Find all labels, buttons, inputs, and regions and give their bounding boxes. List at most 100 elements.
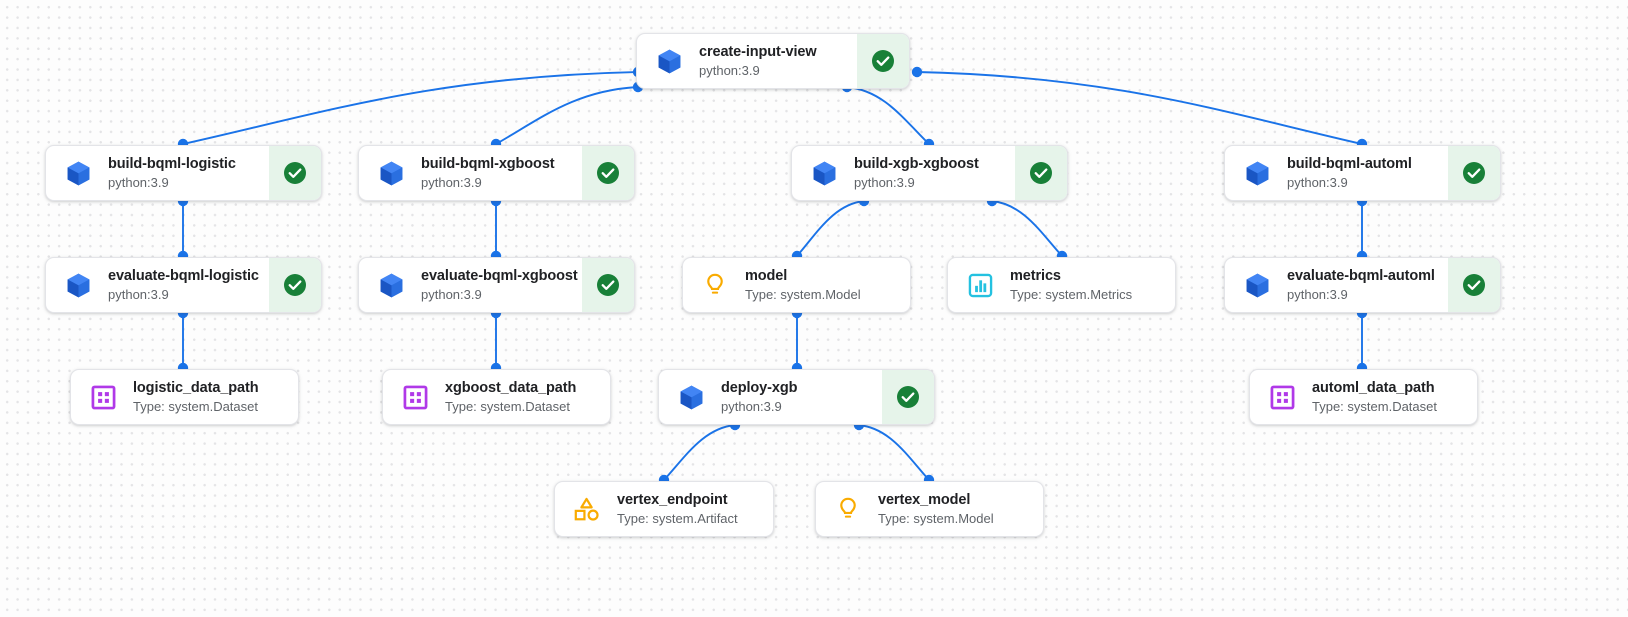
node-subtitle: python:3.9 <box>108 174 169 190</box>
status-badge[interactable] <box>1448 258 1500 312</box>
node-subtitle: python:3.9 <box>421 286 482 302</box>
dataset-grid-icon <box>403 385 427 409</box>
status-badge[interactable] <box>1448 146 1500 200</box>
component-cube-icon-wrapper <box>1242 158 1272 188</box>
node-body: build-xgb-xgboost python:3.9 <box>792 146 1015 200</box>
node-build-xgb-xgboost[interactable]: build-xgb-xgboost python:3.9 <box>791 145 1068 201</box>
check-circle-icon <box>1463 274 1485 296</box>
status-badge[interactable] <box>857 34 909 88</box>
node-subtitle: python:3.9 <box>1287 286 1348 302</box>
dataset-grid-icon-wrapper <box>400 382 430 412</box>
component-cube-icon <box>813 161 835 185</box>
edge-source-dot <box>911 66 923 78</box>
edge-create-input-view-to-build-bqml-automl <box>916 71 1363 145</box>
dataset-grid-icon <box>1270 385 1294 409</box>
node-subtitle: python:3.9 <box>699 62 760 78</box>
component-cube-icon <box>1246 273 1268 297</box>
dataset-grid-icon-wrapper <box>1267 382 1297 412</box>
node-text: build-bqml-xgboost python:3.9 <box>421 155 555 191</box>
node-title: vertex_model <box>878 491 971 508</box>
artifact-shapes-icon <box>574 497 599 521</box>
node-title: model <box>745 267 788 284</box>
node-subtitle: Type: system.Dataset <box>445 398 570 414</box>
bar-chart-icon <box>968 273 992 297</box>
node-create-input-view[interactable]: create-input-view python:3.9 <box>636 33 910 89</box>
component-cube-icon-wrapper <box>1242 270 1272 300</box>
node-build-bqml-xgboost[interactable]: build-bqml-xgboost python:3.9 <box>358 145 635 201</box>
node-subtitle: Type: system.Model <box>745 286 861 302</box>
status-badge[interactable] <box>269 146 321 200</box>
lightbulb-icon-wrapper <box>833 494 863 524</box>
node-text: deploy-xgb python:3.9 <box>721 379 797 415</box>
edge-deploy-xgb-to-vertex_endpoint <box>663 424 736 481</box>
node-title: build-bqml-xgboost <box>421 155 555 172</box>
component-cube-icon-wrapper <box>63 270 93 300</box>
node-title: automl_data_path <box>1312 379 1435 396</box>
node-title: deploy-xgb <box>721 379 798 396</box>
component-cube-icon-wrapper <box>376 158 406 188</box>
node-subtitle: python:3.9 <box>854 174 915 190</box>
check-circle-icon <box>284 274 306 296</box>
dataset-grid-icon-wrapper <box>88 382 118 412</box>
status-badge[interactable] <box>582 146 634 200</box>
edge-build-xgb-xgboost-to-metrics <box>991 200 1063 257</box>
lightbulb-icon <box>707 273 723 294</box>
node-title: build-xgb-xgboost <box>854 155 979 172</box>
status-badge[interactable] <box>582 258 634 312</box>
node-subtitle: python:3.9 <box>721 398 782 414</box>
status-badge[interactable] <box>1015 146 1067 200</box>
component-cube-icon <box>680 385 702 409</box>
node-body: build-bqml-xgboost python:3.9 <box>359 146 582 200</box>
edge-create-input-view-to-build-bqml-xgboost <box>495 86 639 145</box>
node-subtitle: Type: system.Dataset <box>1312 398 1437 414</box>
node-subtitle: python:3.9 <box>421 174 482 190</box>
component-cube-icon-wrapper <box>676 382 706 412</box>
status-badge[interactable] <box>269 258 321 312</box>
check-circle-icon <box>897 386 919 408</box>
bar-chart-icon-wrapper <box>965 270 995 300</box>
lightbulb-icon <box>840 497 856 518</box>
check-circle-icon <box>1030 162 1052 184</box>
component-cube-icon-wrapper <box>376 270 406 300</box>
node-text: create-input-view python:3.9 <box>699 43 817 79</box>
edge-create-input-view-to-build-xgb-xgboost <box>846 86 930 145</box>
node-title: create-input-view <box>699 43 817 60</box>
node-subtitle: python:3.9 <box>1287 174 1348 190</box>
component-cube-icon <box>658 49 680 73</box>
component-cube-icon <box>380 273 402 297</box>
component-cube-icon <box>67 161 89 185</box>
component-cube-icon <box>1246 161 1268 185</box>
status-badge[interactable] <box>882 370 934 424</box>
node-deploy-xgb[interactable]: deploy-xgb python:3.9 <box>658 369 935 425</box>
lightbulb-icon-wrapper <box>700 270 730 300</box>
